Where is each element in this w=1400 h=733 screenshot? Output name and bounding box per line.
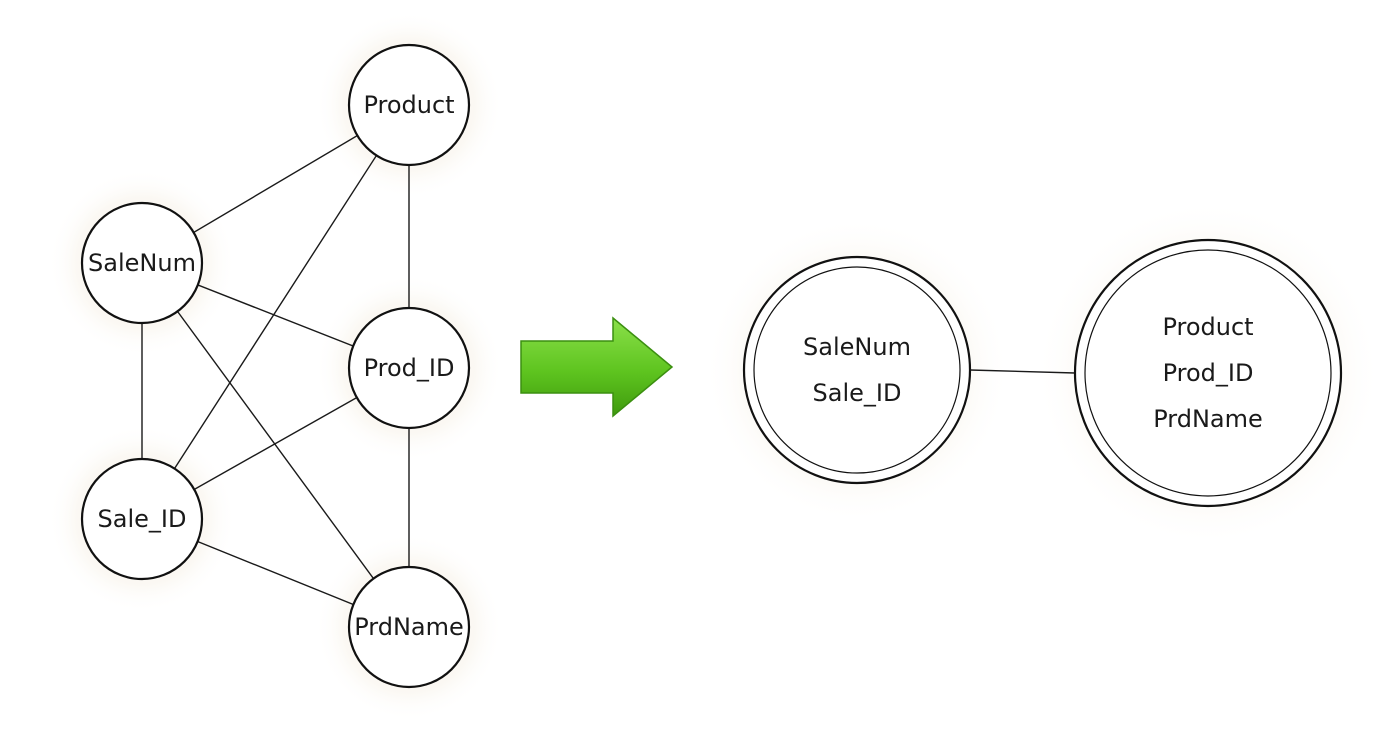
result-graph-edges	[969, 369, 1076, 374]
node-label-sale_id: Sale_ID	[98, 505, 187, 533]
group-label-sale_id: Sale_ID	[813, 379, 902, 407]
node-circle-sale_id	[80, 457, 204, 581]
node-label-prdname: PrdName	[354, 613, 464, 641]
right-arrow-icon	[520, 316, 674, 418]
node-label-product: Product	[363, 91, 454, 119]
group-label-prdname: PrdName	[1153, 405, 1263, 433]
node-salenum: SaleNum	[80, 201, 204, 325]
node-sale_id: Sale_ID	[80, 457, 204, 581]
node-circle-prod_id	[347, 306, 471, 430]
group-label-prod_id: Prod_ID	[1163, 359, 1254, 387]
group-inner-circle-group_sale	[753, 266, 961, 474]
node-circle-product	[347, 43, 471, 167]
group-outer-circle-group_product	[1073, 238, 1343, 508]
group-inner-circle-group_product	[1084, 249, 1332, 497]
group-label-salenum: SaleNum	[803, 333, 911, 361]
edge-group_sale-group_product	[969, 369, 1076, 374]
group-label-product: Product	[1162, 313, 1253, 341]
node-circle-prdname	[347, 565, 471, 689]
edge-sale_id-product	[141, 104, 410, 520]
edge-salenum-prdname	[141, 262, 410, 628]
node-product: Product	[347, 43, 471, 167]
node-prdname: PrdName	[347, 565, 471, 689]
node-label-salenum: SaleNum	[88, 249, 196, 277]
node-circle-salenum	[80, 201, 204, 325]
group-outer-circle-group_sale	[742, 255, 972, 485]
node-label-prod_id: Prod_ID	[364, 354, 455, 382]
node-prod_id: Prod_ID	[347, 306, 471, 430]
